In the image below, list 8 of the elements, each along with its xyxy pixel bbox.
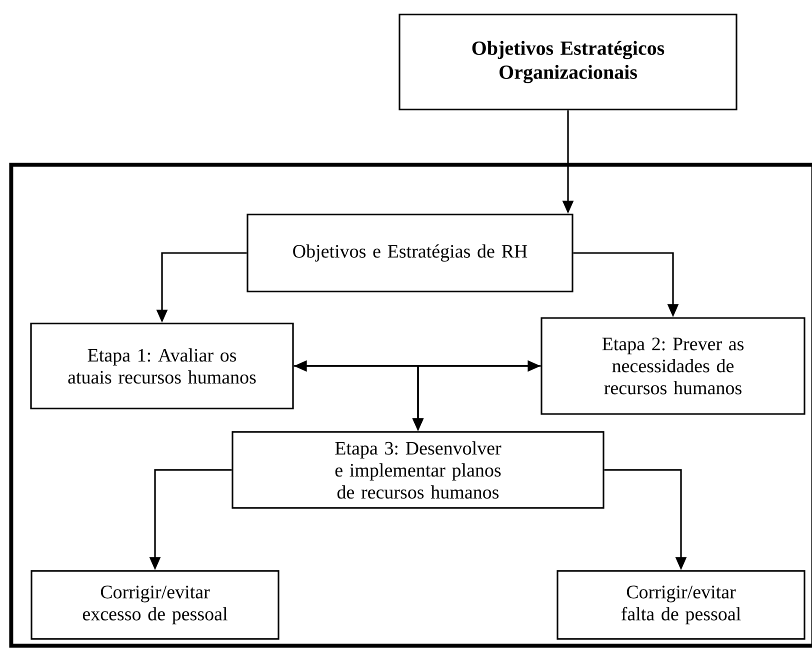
process-box: Etapa 3: Desenvolver e implementar planos de recursos humanos bbox=[232, 431, 604, 509]
process-box: Objetivos e Estratégias de RH bbox=[246, 214, 574, 292]
process-box: Etapa 1: Avaliar os atuais recursos humanos bbox=[30, 322, 294, 410]
process-box: Corrigir/evitar excesso de pessoal bbox=[30, 570, 280, 640]
process-box: Corrigir/evitar falta de pessoal bbox=[556, 570, 806, 640]
process-box: Etapa 2: Prever as necessidades de recursos humanos bbox=[540, 317, 806, 415]
frame-box bbox=[9, 162, 812, 648]
objective-box: Objetivos Estratégicos Organizacionais bbox=[398, 14, 738, 110]
